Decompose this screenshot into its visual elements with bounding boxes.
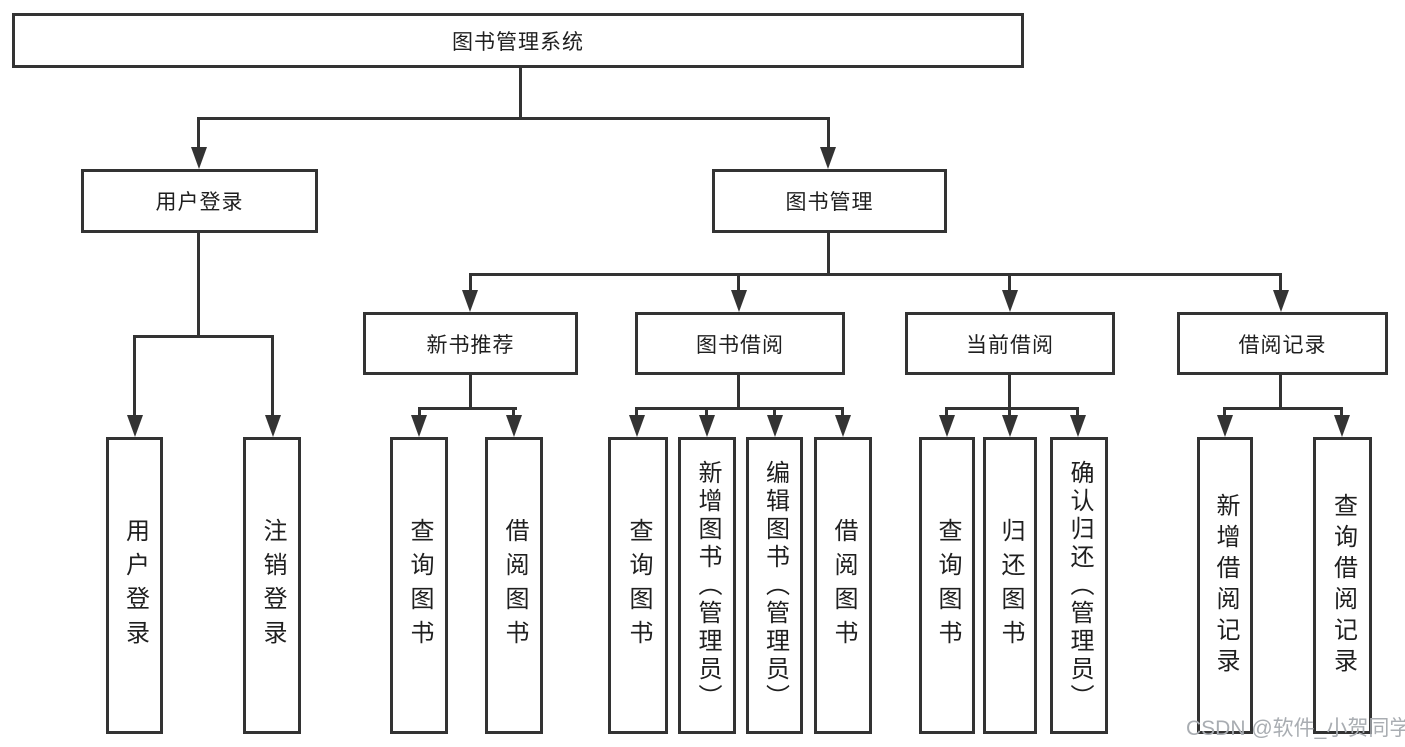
watermark: CSDN @软件_小贺同学 — [1186, 717, 1405, 740]
node-book-borrow: 图书借阅 — [635, 312, 845, 375]
connector-line — [133, 335, 274, 338]
connector-line — [197, 117, 200, 149]
node-root-label: 图书管理系统 — [452, 30, 584, 54]
connector-line — [469, 375, 472, 407]
arrow-down-icon — [767, 415, 783, 437]
leaf-logout-label: 注销登录 — [259, 517, 286, 654]
arrow-down-icon — [820, 147, 836, 169]
node-borrow-records-label: 借阅记录 — [1238, 333, 1327, 357]
leaf-confirm-return-admin: 确认归还（管理员） — [1050, 437, 1108, 734]
connector-line — [737, 273, 740, 293]
leaf-borrow-books: 借阅图书 — [814, 437, 872, 734]
leaf-logout: 注销登录 — [243, 437, 301, 734]
arrow-down-icon — [1217, 415, 1233, 437]
leaf-add-borrow-record: 新增借阅记录 — [1197, 437, 1253, 734]
connector-line — [418, 407, 421, 418]
node-current-borrow-label: 当前借阅 — [966, 333, 1054, 357]
leaf-add-book-admin-label: 新增图书（管理员） — [694, 459, 721, 712]
connector-line — [1223, 407, 1226, 418]
connector-line — [737, 375, 740, 407]
node-user-login-label: 用户登录 — [155, 191, 244, 214]
leaf-edit-book-admin: 编辑图书（管理员） — [746, 437, 803, 734]
leaf-edit-book-admin-label: 编辑图书（管理员） — [761, 459, 789, 712]
leaf-borrow-books-recommend: 借阅图书 — [485, 437, 543, 734]
arrow-down-icon — [462, 290, 478, 312]
leaf-query-books-recommend: 查询图书 — [390, 437, 448, 734]
arrow-down-icon — [629, 415, 645, 437]
connector-line — [1076, 407, 1079, 418]
arrow-down-icon — [1334, 415, 1350, 437]
connector-line — [705, 407, 708, 418]
arrow-down-icon — [265, 415, 281, 437]
connector-line — [512, 407, 515, 418]
connector-line — [1279, 375, 1282, 407]
arrow-down-icon — [939, 415, 955, 437]
connector-line — [1008, 375, 1011, 407]
arrow-down-icon — [1002, 290, 1018, 312]
leaf-query-books-current-label: 查询图书 — [934, 517, 961, 654]
connector-line — [827, 117, 830, 149]
arrow-down-icon — [699, 415, 715, 437]
leaf-query-borrow-record-label: 查询借阅记录 — [1329, 492, 1357, 679]
connector-line — [841, 407, 844, 418]
connector-line — [133, 335, 136, 418]
node-user-login: 用户登录 — [81, 169, 318, 233]
leaf-user-login: 用户登录 — [106, 437, 163, 734]
node-book-borrow-label: 图书借阅 — [696, 333, 784, 357]
connector-line — [773, 407, 776, 418]
connector-line — [1279, 273, 1282, 293]
connector-line — [519, 68, 522, 117]
node-new-book-recommend: 新书推荐 — [363, 312, 578, 375]
leaf-borrow-books-recommend-label: 借阅图书 — [501, 517, 528, 654]
connector-line — [197, 117, 830, 120]
leaf-query-books-current: 查询图书 — [919, 437, 975, 734]
connector-line — [636, 407, 844, 410]
arrow-down-icon — [1273, 290, 1289, 312]
connector-line — [418, 407, 517, 410]
connector-line — [1008, 273, 1011, 293]
leaf-return-book-label: 归还图书 — [997, 517, 1024, 654]
arrow-down-icon — [127, 415, 143, 437]
leaf-query-books-recommend-label: 查询图书 — [406, 517, 433, 654]
arrow-down-icon — [835, 415, 851, 437]
connector-line — [827, 233, 830, 273]
arrow-down-icon — [731, 290, 747, 312]
node-borrow-records: 借阅记录 — [1177, 312, 1388, 375]
connector-line — [469, 273, 472, 293]
node-current-borrow: 当前借阅 — [905, 312, 1115, 375]
node-new-book-recommend-label: 新书推荐 — [426, 333, 515, 357]
leaf-query-books-borrow-label: 查询图书 — [625, 517, 652, 654]
connector-line — [197, 233, 200, 335]
connector-line — [1008, 407, 1011, 418]
leaf-user-login-label: 用户登录 — [121, 517, 149, 654]
arrow-down-icon — [506, 415, 522, 437]
connector-line — [945, 407, 1079, 410]
connector-line — [469, 273, 1282, 276]
leaf-query-books-borrow: 查询图书 — [608, 437, 668, 734]
arrow-down-icon — [411, 415, 427, 437]
arrow-down-icon — [1002, 415, 1018, 437]
leaf-borrow-books-label: 借阅图书 — [830, 517, 857, 654]
node-book-management-label: 图书管理 — [785, 191, 874, 214]
arrow-down-icon — [1070, 415, 1086, 437]
arrow-down-icon — [191, 147, 207, 169]
connector-line — [945, 407, 948, 418]
leaf-confirm-return-admin-label: 确认归还（管理员） — [1066, 459, 1093, 712]
leaf-return-book: 归还图书 — [983, 437, 1037, 734]
node-root: 图书管理系统 — [12, 13, 1024, 68]
leaf-add-borrow-record-label: 新增借阅记录 — [1212, 492, 1239, 679]
connector-line — [1340, 407, 1343, 418]
connector-line — [271, 335, 274, 418]
connector-line — [1223, 407, 1343, 410]
connector-line — [635, 407, 638, 418]
node-book-management: 图书管理 — [712, 169, 947, 233]
leaf-add-book-admin: 新增图书（管理员） — [678, 437, 736, 734]
leaf-query-borrow-record: 查询借阅记录 — [1313, 437, 1372, 734]
